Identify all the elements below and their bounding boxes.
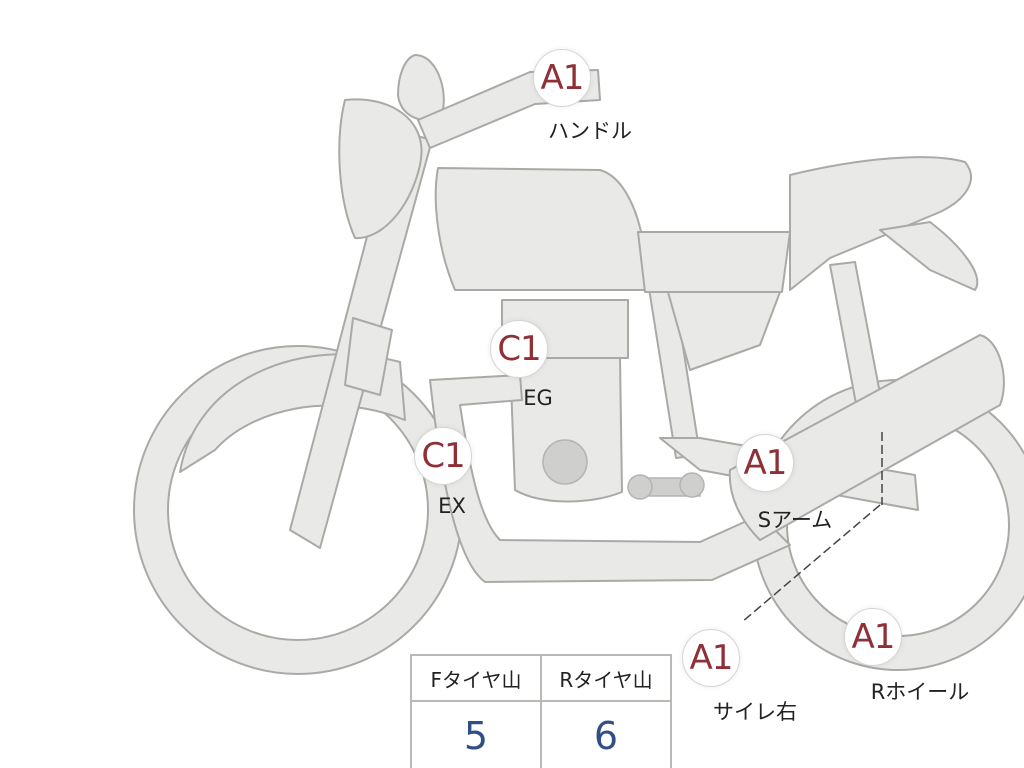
label-rear-wheel: Rホイール	[870, 680, 970, 704]
marker-swing-arm[interactable]: A1	[736, 434, 794, 492]
header-front-tire: Fタイヤ山	[410, 654, 542, 702]
fork-guard	[344, 317, 393, 396]
marker-code: A1	[851, 617, 896, 657]
marker-exhaust[interactable]: C1	[414, 427, 472, 485]
engine-block	[509, 357, 623, 503]
marker-rear-wheel[interactable]: A1	[844, 608, 902, 666]
label-engine: EG	[523, 386, 553, 410]
mirror	[397, 54, 445, 122]
label-swing-arm: Sアーム	[757, 508, 833, 532]
header-rear-tire: Rタイヤ山	[540, 654, 672, 702]
muffler	[728, 334, 1005, 541]
seat	[637, 231, 791, 293]
label-handlebar: ハンドル	[548, 119, 632, 143]
table-header-row: Fタイヤ山 Rタイヤ山	[410, 654, 672, 702]
rear-cowl	[789, 156, 972, 291]
marker-code: C1	[497, 329, 541, 369]
marker-code: C1	[421, 436, 465, 476]
marker-code: A1	[743, 443, 788, 483]
fuel-tank	[434, 167, 647, 291]
side-cover	[667, 291, 781, 371]
label-muffler-right: サイレ右	[713, 700, 797, 724]
table-row: 5 6	[410, 700, 672, 768]
label-exhaust: EX	[438, 494, 466, 518]
marker-code: A1	[540, 58, 585, 98]
tire-tread-table: Fタイヤ山 Rタイヤ山 5 6	[410, 654, 672, 768]
leader-line-muffler	[741, 504, 881, 623]
value-rear-tire: 6	[540, 700, 672, 768]
tail-fender	[879, 221, 979, 291]
marker-code: A1	[689, 638, 734, 678]
engine-cover	[542, 439, 588, 485]
value-front-tire: 5	[410, 700, 542, 768]
marker-engine[interactable]: C1	[490, 320, 548, 378]
headlight-cowl	[338, 98, 423, 240]
marker-muffler-right[interactable]: A1	[682, 629, 740, 687]
marker-handlebar[interactable]: A1	[533, 49, 591, 107]
